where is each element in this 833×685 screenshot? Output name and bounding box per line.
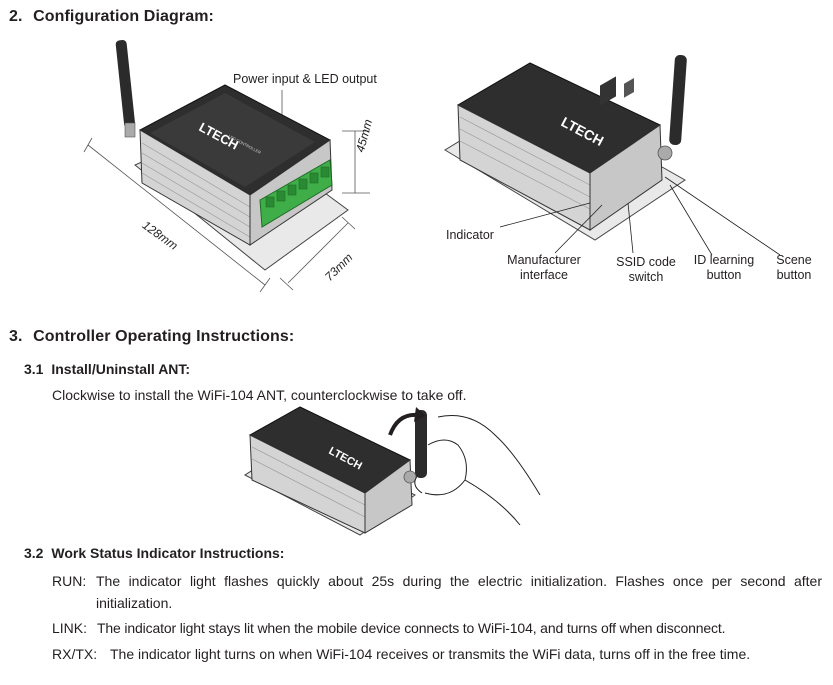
section-2-title: Configuration Diagram: (33, 8, 214, 25)
status-item-run: RUN: The indicator light flashes quickly… (52, 570, 822, 614)
id-learning-label: ID learning button (693, 253, 755, 282)
status-key: RX/TX: (52, 646, 98, 662)
ssid-switch-icon (624, 77, 634, 98)
status-item-rxtx: RX/TX: The indicator light turns on when… (52, 643, 822, 685)
section-3-title: Controller Operating Instructions: (33, 328, 295, 345)
status-key: LINK: (52, 620, 88, 636)
status-text: The indicator light stays lit when the m… (97, 620, 726, 636)
section-3-number: 3. (9, 328, 23, 345)
ssid-switch-label: SSID code switch (616, 255, 676, 284)
section-2-number: 2. (9, 8, 23, 25)
section-3-2-heading: 3.2 Work Status Indicator Instructions: (24, 545, 285, 561)
manufacturer-port-icon (600, 76, 616, 106)
scene-button-label: Scene button (776, 253, 812, 282)
status-text: The indicator light turns on when WiFi-1… (110, 646, 751, 662)
antenna-icon (115, 40, 136, 138)
antenna-icon (657, 55, 687, 161)
rotate-arrow-icon (388, 412, 419, 436)
section-2-heading: 2. Configuration Diagram: (9, 8, 214, 26)
power-input-label: Power input & LED output (233, 72, 377, 86)
section-3-1-heading: 3.1 Install/Uninstall ANT: (24, 361, 191, 377)
controller-rear-diagram: LTECH (444, 55, 781, 256)
indicator-label: Indicator (446, 228, 494, 242)
manufacturer-interface-label: Manufacturer interface (507, 253, 581, 282)
status-key: RUN: (52, 573, 87, 589)
antenna-icon (403, 410, 427, 484)
hand-icon (414, 414, 541, 526)
section-3-heading: 3. Controller Operating Instructions: (9, 328, 294, 346)
status-item-link: LINK: The indicator light stays lit when… (52, 617, 822, 639)
controller-front-diagram: LTECH LED CONTROLLER (83, 40, 370, 293)
section-3-1-text: Clockwise to install the WiFi-104 ANT, c… (52, 387, 467, 403)
antenna-install-illustration: LTECH (244, 406, 541, 536)
status-text: The indicator light flashes quickly abou… (96, 573, 822, 611)
terminal-block-icon (259, 159, 333, 228)
